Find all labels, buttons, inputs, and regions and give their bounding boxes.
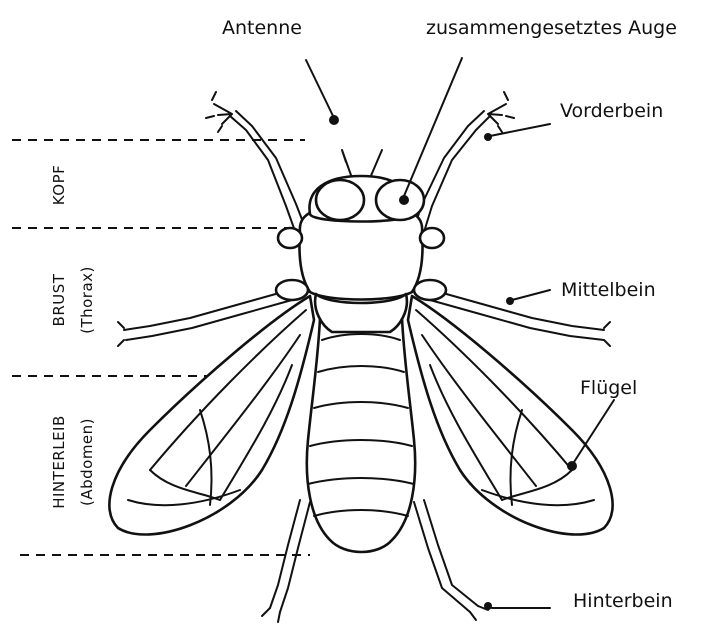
label-foreleg: Vorderbein — [560, 100, 663, 122]
hindleg-right — [414, 500, 488, 620]
foreleg-left — [206, 92, 310, 245]
segment-label-thorax: BRUST — [50, 273, 68, 326]
label-midleg: Mittelbein — [561, 279, 656, 301]
wing-right — [408, 296, 613, 535]
label-wing: Flügel — [580, 377, 637, 399]
leader-compound-eye — [399, 58, 462, 205]
segment-label-head: KOPF — [50, 165, 68, 206]
leader-midleg — [506, 290, 550, 305]
leader-hindleg — [484, 602, 550, 610]
label-hindleg: Hinterbein — [573, 590, 673, 612]
foreleg-right — [410, 92, 514, 245]
label-antenna: Antenne — [222, 17, 302, 39]
compound-eye-left — [316, 180, 364, 220]
head — [309, 150, 424, 222]
hindleg-left — [262, 500, 310, 622]
segment-label-thorax-sub: (Thorax) — [78, 266, 96, 334]
wing-left — [109, 296, 314, 535]
leader-foreleg — [484, 124, 550, 141]
segment-label-abdomen-sub: (Abdomen) — [78, 418, 96, 506]
segment-label-abdomen: HINTERLEIB — [50, 415, 68, 509]
label-compound-eye: zusammengesetztes Auge — [426, 17, 677, 39]
leader-antenna — [306, 60, 339, 125]
abdomen — [307, 318, 415, 552]
